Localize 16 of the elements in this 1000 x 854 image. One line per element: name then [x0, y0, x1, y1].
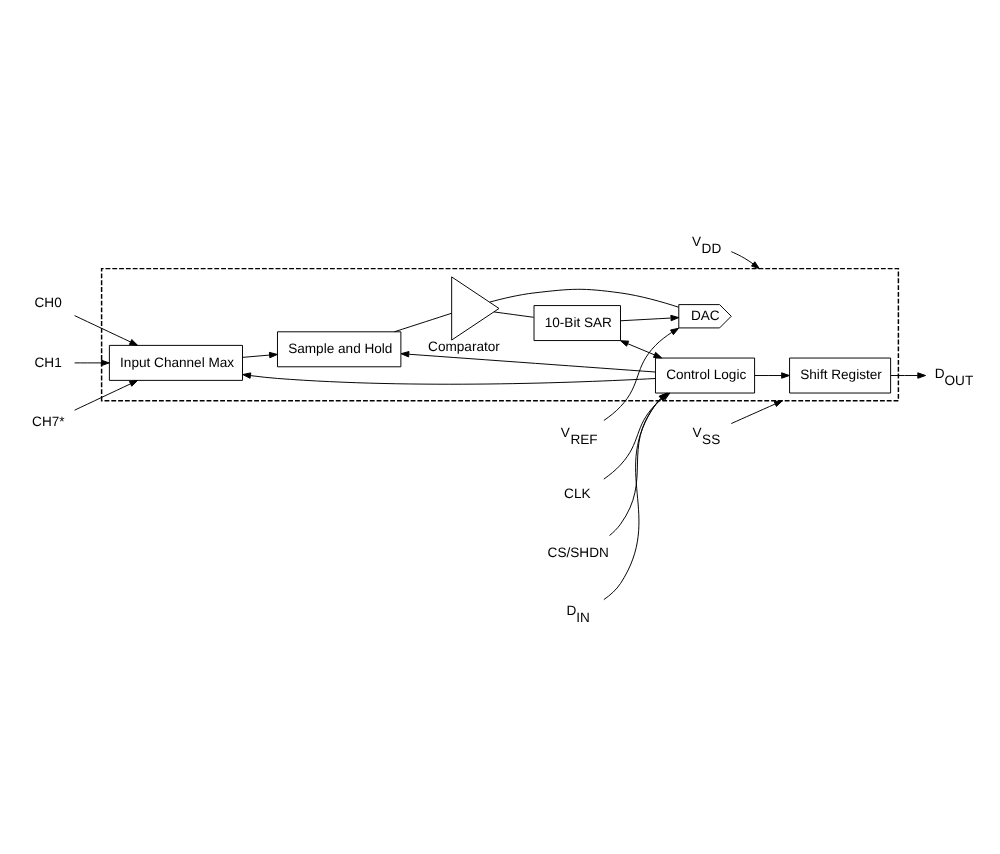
connector: [493, 310, 535, 317]
arrow: [620, 313, 680, 321]
arrow: [400, 350, 656, 372]
arrow: [603, 326, 680, 420]
arrow: [754, 371, 790, 378]
arrow: [242, 350, 278, 358]
arrow: [242, 371, 656, 384]
arrow: [74, 314, 139, 345]
connector: [489, 287, 679, 307]
arrow: [890, 371, 927, 378]
arrow: [74, 379, 139, 410]
arrow: [620, 339, 663, 358]
arrow: [74, 358, 110, 366]
arrow: [730, 250, 760, 269]
connector: [393, 311, 453, 332]
arrow: [730, 399, 783, 423]
